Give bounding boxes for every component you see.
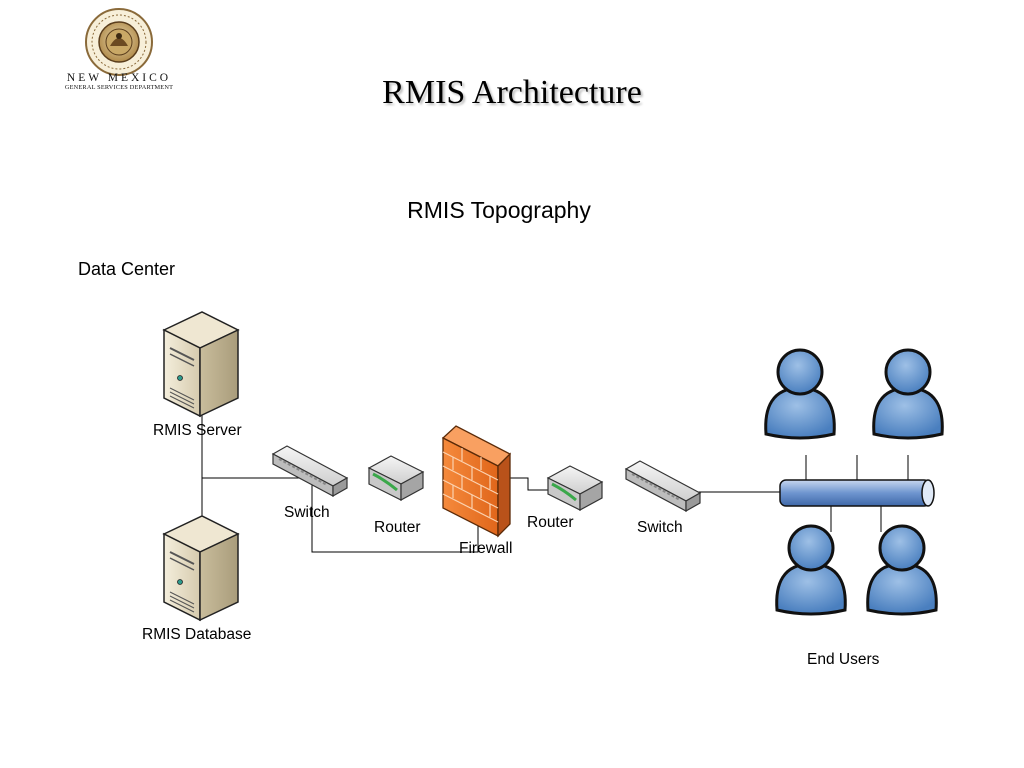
- switch-icon: [272, 445, 348, 497]
- switch-left-label: Switch: [284, 504, 330, 521]
- user-icon: [775, 524, 847, 616]
- router-right-label: Router: [527, 514, 574, 531]
- user-icon: [872, 348, 944, 440]
- logo-line-1: NEW MEXICO: [66, 72, 172, 84]
- router-icon: [367, 454, 425, 502]
- router-left-label: Router: [374, 519, 421, 536]
- user-icon: [764, 348, 836, 440]
- database-server-icon: [163, 515, 239, 621]
- rmis-database-label: RMIS Database: [142, 626, 252, 643]
- user-icon: [866, 524, 938, 616]
- router-icon: [546, 464, 604, 512]
- switch-right-label: Switch: [637, 519, 683, 536]
- rmis-server-label: RMIS Server: [153, 422, 242, 439]
- end-users-label: End Users: [807, 651, 880, 668]
- page-title: RMIS Architecture: [382, 74, 642, 111]
- firewall-icon: [441, 425, 512, 538]
- firewall-label: Firewall: [459, 540, 513, 557]
- switch-icon: [625, 460, 701, 512]
- data-center-label: Data Center: [78, 259, 176, 279]
- logo-line-2: GENERAL SERVICES DEPARTMENT: [64, 84, 174, 91]
- diagram-title: RMIS Topography: [407, 197, 591, 223]
- server-icon: [163, 311, 239, 417]
- network-bus-icon: [779, 479, 935, 507]
